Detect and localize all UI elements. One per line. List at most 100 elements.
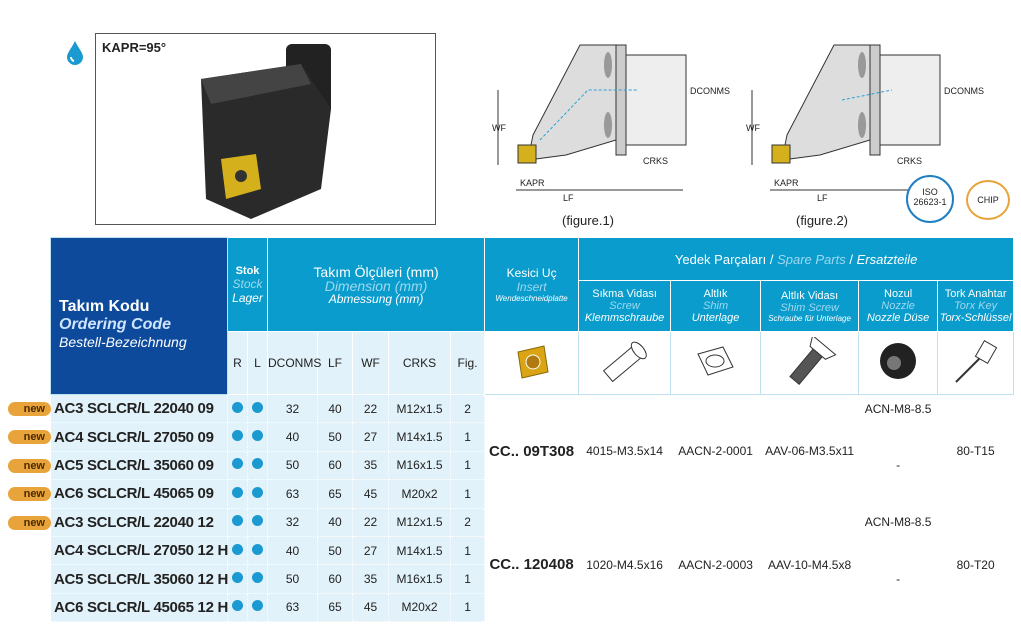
crks-cell: M14x1.5 — [388, 535, 452, 566]
spare-col-de: Klemmschraube — [584, 312, 665, 324]
ordering-de: Bestell-Bezeichnung — [59, 333, 187, 350]
screw-icon — [602, 341, 647, 382]
part-image — [760, 331, 860, 395]
wf-cell: 27 — [352, 422, 390, 452]
new-badge: new — [8, 515, 51, 530]
ordering-code[interactable]: AC4 SCLCR/L 27050 09 — [50, 422, 228, 452]
ordering-en: Ordering Code — [59, 315, 172, 333]
in-stock-dot — [232, 401, 243, 413]
dconms-cell: 50 — [267, 564, 319, 594]
fig-cell: 1 — [450, 450, 486, 481]
ordering-code[interactable]: AC6 SCLCR/L 45065 09 — [50, 479, 228, 509]
spare-col-en: Nozzle — [881, 300, 915, 312]
dconms-cell: 63 — [267, 592, 319, 623]
kapr-dim-label: KAPR — [774, 178, 799, 188]
figure-1-drawing — [497, 44, 687, 191]
in-stock-dot — [232, 430, 243, 442]
new-badge: new — [8, 430, 51, 445]
stock-l — [246, 564, 269, 594]
spare-col-en: Shim — [703, 300, 729, 312]
part-image — [578, 331, 672, 395]
crks-cell: M20x2 — [388, 592, 452, 623]
stock-l — [246, 393, 269, 424]
dconms-cell: 40 — [267, 535, 319, 566]
screw-code: 4015-M3.5x14 — [578, 394, 672, 509]
lf-label: LF — [817, 193, 828, 203]
lf-cell: 50 — [317, 535, 354, 566]
lf-cell: 65 — [317, 592, 354, 623]
insert-icon — [517, 344, 549, 379]
in-stock-dot — [252, 543, 263, 555]
dconms-label: DCONMS — [690, 86, 730, 96]
spare-col-tr: Tork Anahtar — [944, 288, 1007, 300]
fig-cell: 1 — [450, 592, 486, 623]
ordering-code[interactable]: AC4 SCLCR/L 27050 12 H — [50, 535, 228, 566]
spare-col-en: Screw — [609, 300, 640, 312]
spare-col-en: Shim Screw — [780, 301, 839, 314]
in-stock-dot — [252, 600, 263, 612]
shim-icon — [697, 345, 734, 376]
crks-cell: M16x1.5 — [388, 450, 452, 481]
shim_screw-code: AAV-10-M4.5x8 — [760, 507, 860, 623]
dconms-cell: 50 — [267, 450, 319, 481]
stock-tr: Stok — [235, 264, 260, 277]
spare-en: Spare Parts — [777, 251, 846, 267]
wf-cell: 35 — [352, 564, 390, 594]
part-image — [670, 331, 762, 395]
fig-cell: 1 — [450, 422, 486, 452]
stock-r — [227, 479, 248, 509]
nozzle-code: - — [858, 422, 939, 509]
spare-col-en: Torx Key — [954, 300, 998, 312]
chip-text: CHIP — [977, 195, 999, 205]
torx-code: 80-T20 — [937, 507, 1015, 623]
stock-de: Lager — [232, 290, 263, 305]
figure-2-drawing — [751, 44, 941, 191]
insert-en: Insert — [516, 280, 547, 294]
sub-header: R — [227, 331, 248, 395]
ordering-code[interactable]: AC5 SCLCR/L 35060 12 H — [50, 564, 228, 594]
in-stock-dot — [232, 572, 243, 584]
product-table: Takım Kodu Ordering Code Bestell-Bezeich… — [50, 237, 1015, 623]
crks-label: CRKS — [897, 156, 923, 166]
in-stock-dot — [252, 401, 263, 413]
dconms-cell: 32 — [267, 507, 319, 537]
in-stock-dot — [252, 458, 263, 470]
stock-l — [246, 592, 269, 623]
part-image — [937, 331, 1015, 395]
sub-header: Fig. — [450, 331, 486, 395]
stock-r — [227, 393, 248, 424]
insert-de: Wendeschneidplatte — [495, 294, 568, 303]
stock-r — [227, 507, 248, 537]
in-stock-dot — [232, 543, 243, 555]
in-stock-dot — [232, 458, 243, 470]
tool-holder-image — [201, 44, 331, 219]
ordering-code-header: Takım Kodu Ordering Code Bestell-Bezeich… — [50, 237, 228, 395]
ordering-code[interactable]: AC3 SCLCR/L 22040 12 — [50, 507, 228, 537]
in-stock-dot — [252, 430, 263, 442]
figure-1: DCONMS WF CRKS KAPR LF (figure.1) — [488, 30, 738, 230]
ordering-code[interactable]: AC5 SCLCR/L 35060 09 — [50, 450, 228, 481]
wf-cell: 35 — [352, 450, 390, 481]
wf-cell: 45 — [352, 479, 390, 509]
dimension-tr: Takım Ölçüleri (mm) — [313, 263, 439, 280]
ordering-code[interactable]: AC6 SCLCR/L 45065 12 H — [50, 592, 228, 623]
stock-en: Stock — [232, 276, 263, 291]
ordering-tr: Takım Kodu — [59, 297, 150, 315]
lf-cell: 60 — [317, 564, 354, 594]
tool-photo: KAPR=95° — [95, 33, 436, 225]
insert-tr: Kesici Uç — [506, 266, 557, 280]
crks-cell: M16x1.5 — [388, 564, 452, 594]
insert-code: CC.. 120408 — [484, 507, 580, 623]
separator: / — [769, 251, 774, 267]
figure-caption: (figure.2) — [795, 213, 849, 228]
figure-caption: (figure.1) — [561, 213, 615, 228]
ordering-code[interactable]: AC3 SCLCR/L 22040 09 — [50, 393, 228, 424]
stock-r — [227, 422, 248, 452]
dconms-cell: 63 — [267, 479, 319, 509]
spare-col-de: Unterlage — [691, 312, 740, 324]
